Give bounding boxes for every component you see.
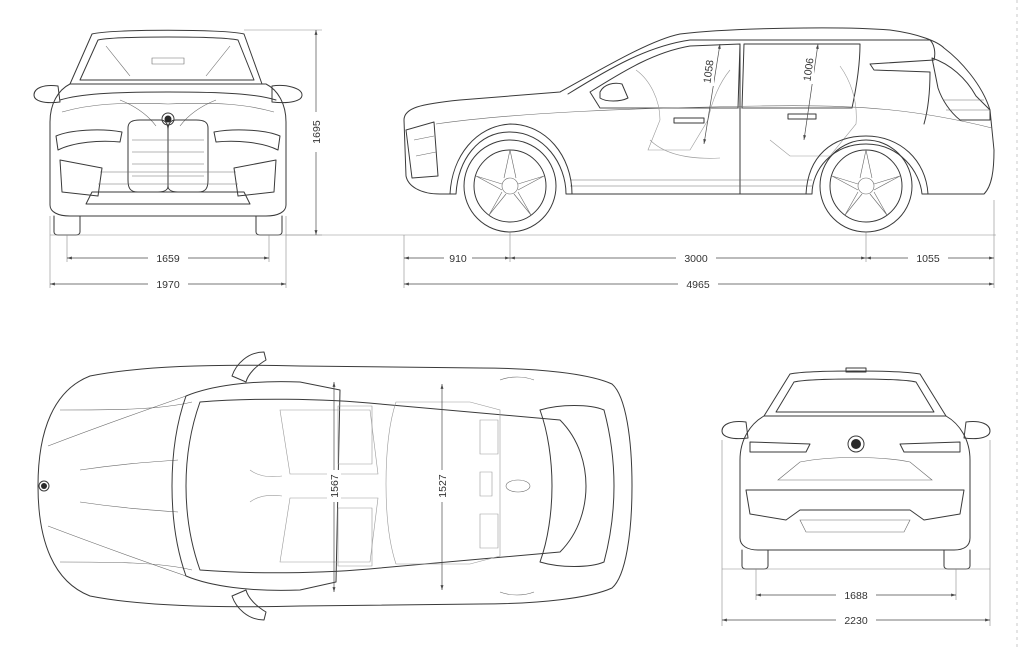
side-dimensions: 910 3000 1055 4965 (403, 200, 995, 291)
dim-front-shoulder: 1567 (329, 474, 341, 498)
front-dimensions: 1659 1970 1695 (49, 29, 323, 291)
dim-front-overhang: 910 (449, 253, 467, 265)
dim-length: 4965 (686, 279, 710, 291)
rear-dimensions: 1688 2230 (721, 440, 991, 627)
side-view: 1058 1006 (403, 27, 995, 233)
top-view: 1567 1527 (37, 351, 633, 621)
dim-width-mirrors: 2230 (844, 615, 868, 627)
dim-rear-shoulder: 1527 (437, 474, 449, 498)
dim-rear-overhang: 1055 (916, 253, 940, 265)
front-view (33, 29, 303, 236)
dim-front-headroom: 1058 (701, 59, 716, 84)
rear-view (721, 367, 991, 570)
dim-height: 1695 (311, 120, 323, 144)
dim-width: 1970 (156, 279, 180, 291)
dim-rear-headroom: 1006 (801, 57, 816, 82)
dim-wheelbase: 3000 (684, 253, 708, 265)
dim-rear-track: 1688 (844, 590, 868, 602)
dim-front-track: 1659 (156, 253, 180, 265)
